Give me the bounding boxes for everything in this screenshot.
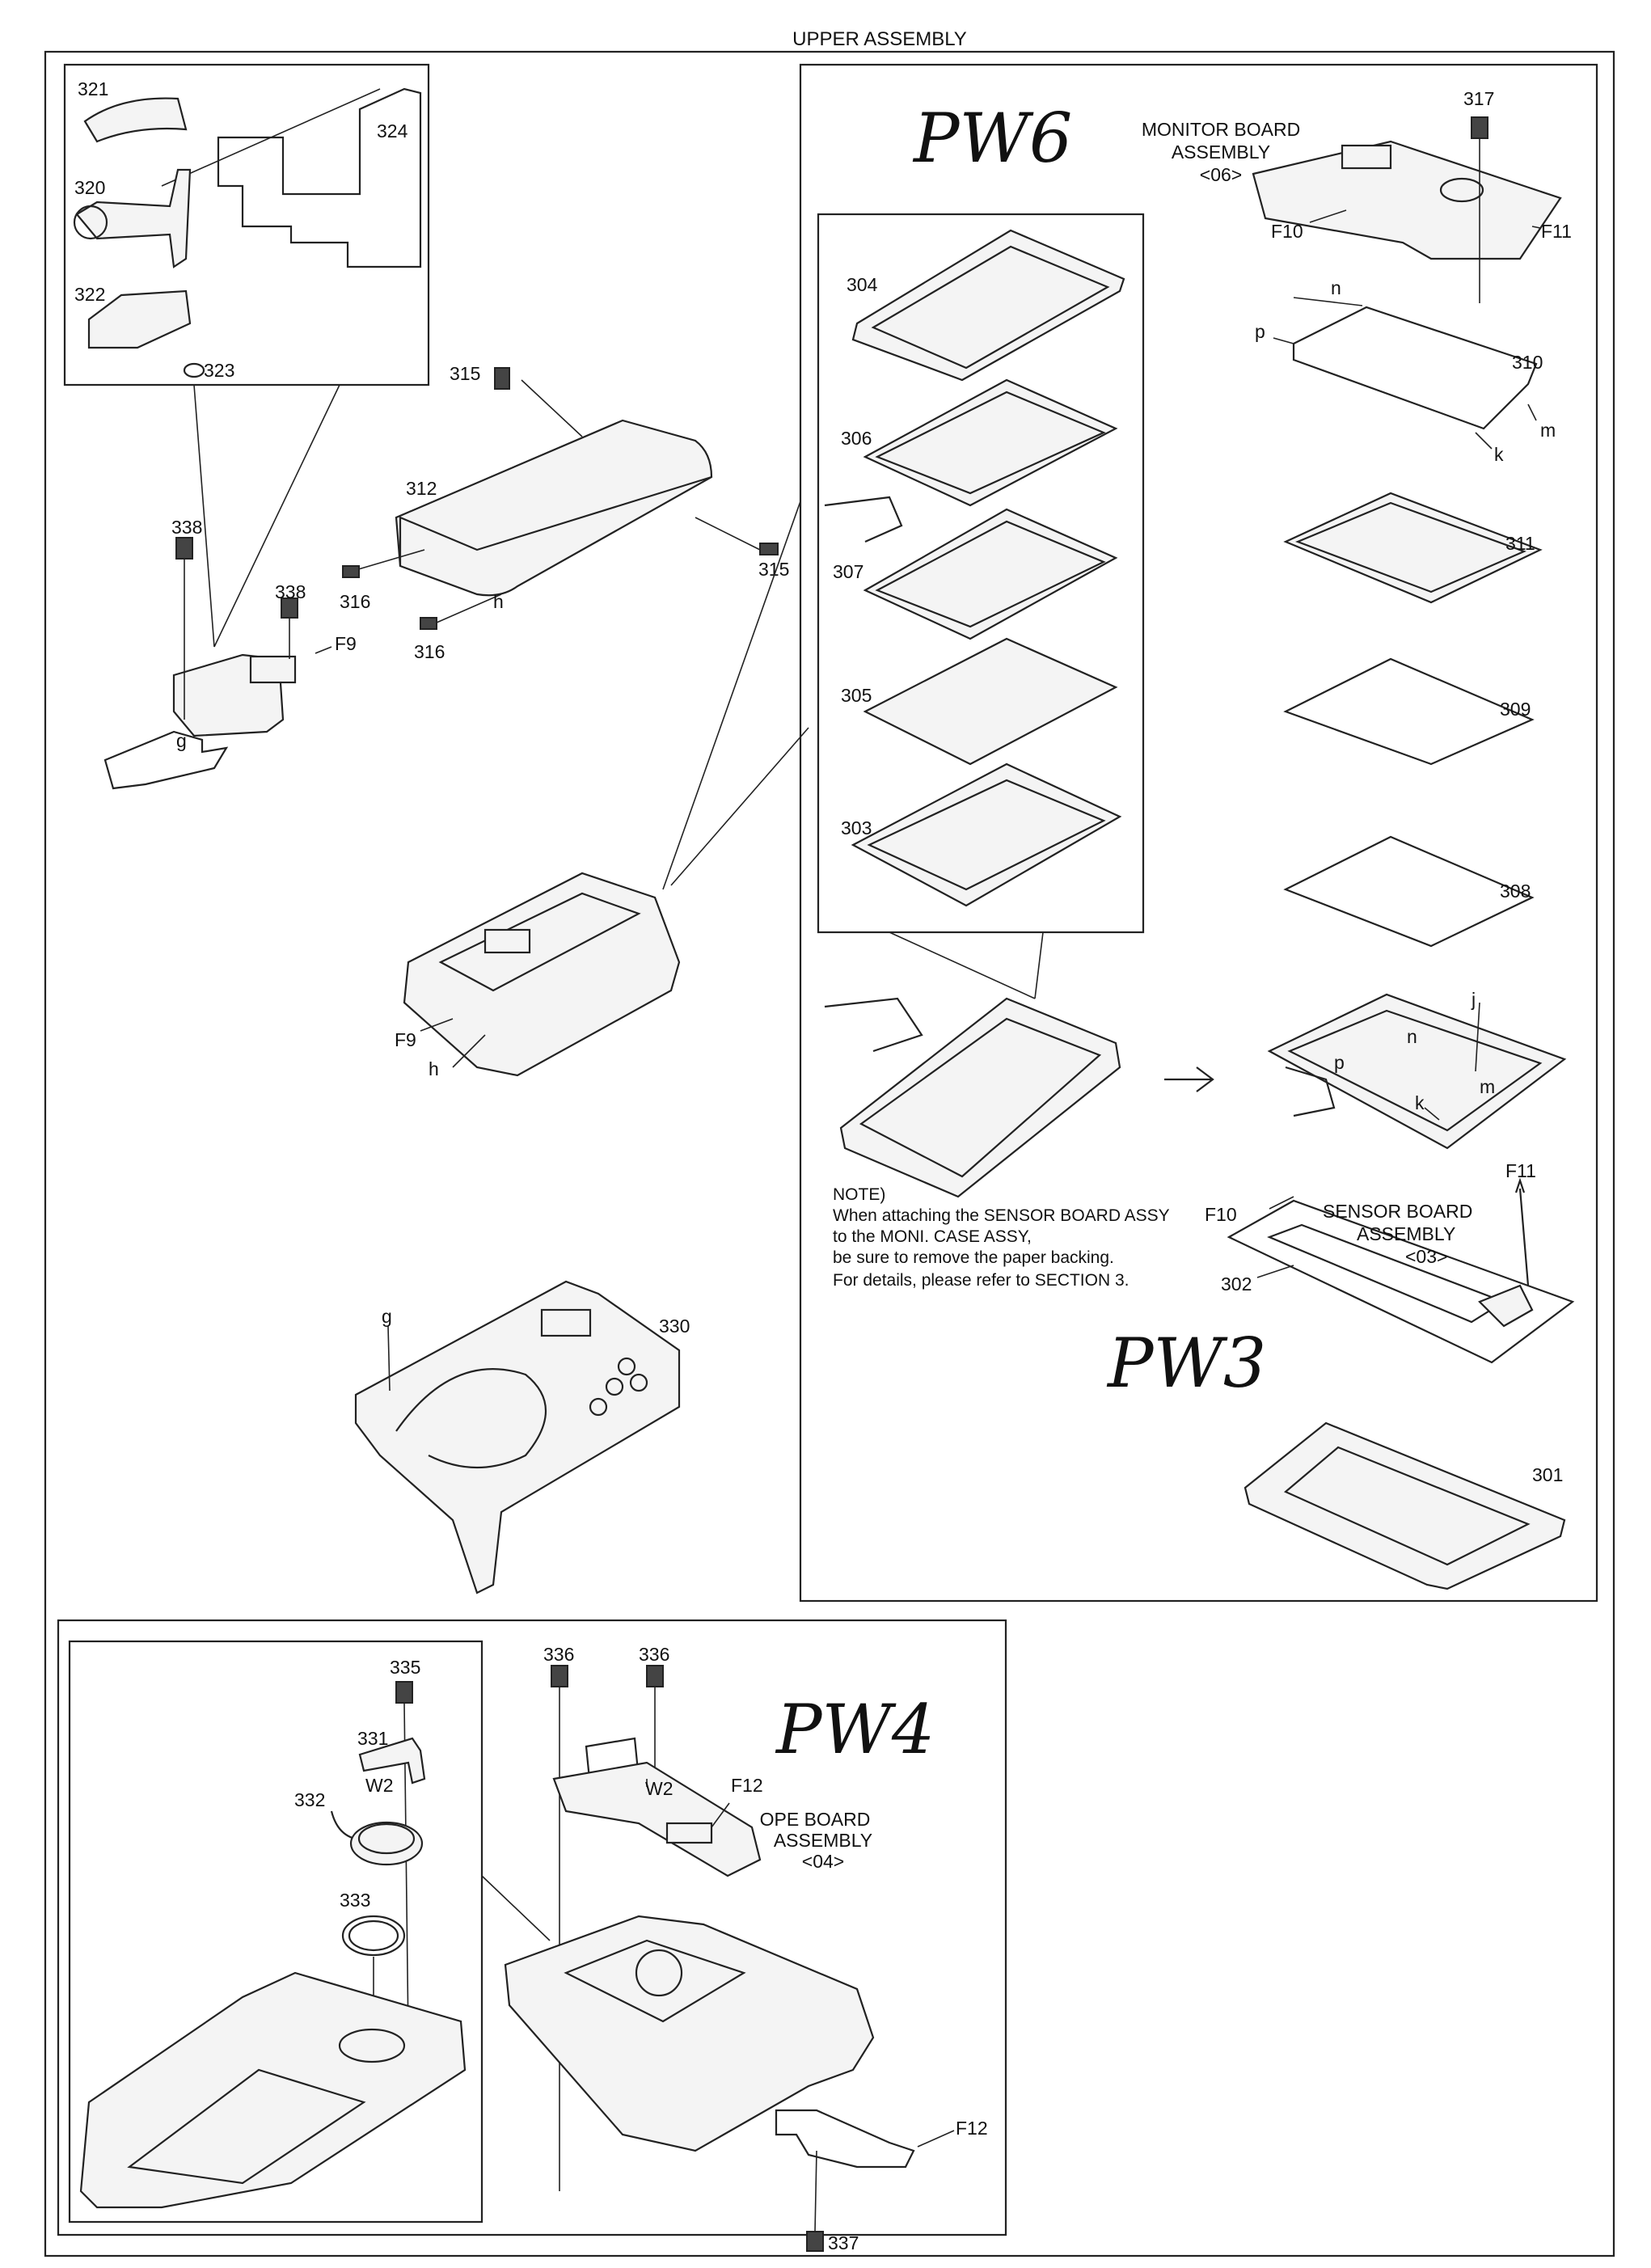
- lcd-frame-assembled: [824, 997, 1214, 1198]
- sheet-308: [1283, 835, 1535, 948]
- label-F10-top: F10: [1271, 221, 1303, 242]
- label-m-sheet: m: [1540, 420, 1556, 441]
- label-304: 304: [847, 274, 878, 295]
- label-g-hinge: g: [176, 730, 187, 751]
- sensor-board-03: [1227, 1177, 1575, 1364]
- sensor-board-line1: SENSOR BOARD: [1323, 1201, 1472, 1222]
- label-310: 310: [1512, 352, 1543, 373]
- label-333: 333: [340, 1890, 370, 1911]
- outer-frame: [44, 50, 1615, 2257]
- handwritten-PW3: PW3: [1106, 1324, 1266, 1403]
- ope-board-line1: OPE BOARD: [760, 1809, 871, 1830]
- ope-board-and-front-cabinet: [504, 1665, 955, 2252]
- label-W2-right: W2: [645, 1778, 673, 1799]
- label-W2-left: W2: [365, 1775, 394, 1796]
- label-336-a: 336: [543, 1644, 574, 1665]
- rear-cabinet-330: [354, 1280, 681, 1594]
- monitor-case-301: [1244, 1421, 1566, 1590]
- handwritten-PW6: PW6: [912, 99, 1072, 178]
- label-F9-top: F9: [335, 633, 357, 654]
- note-line4: be sure to remove the paper backing.: [833, 1248, 1114, 1267]
- sheet-310: [1273, 297, 1538, 450]
- ope-board-line3: <04>: [802, 1851, 844, 1872]
- monitor-board-06: [1252, 116, 1562, 303]
- label-331: 331: [357, 1728, 388, 1749]
- monitor-case-center: [403, 500, 809, 1077]
- label-F11-top: F11: [1541, 221, 1572, 242]
- note-line2: When attaching the SENSOR BOARD ASSY: [833, 1206, 1170, 1225]
- ope-board-line2: ASSEMBLY: [774, 1830, 872, 1851]
- ope-detail-inset: [68, 1640, 483, 2224]
- label-315-top: 315: [450, 363, 480, 384]
- label-j-frame: j: [1471, 989, 1476, 1010]
- label-307: 307: [833, 561, 864, 582]
- label-316-b: 316: [414, 641, 445, 662]
- label-330: 330: [659, 1316, 690, 1337]
- note-line5: For details, please refer to SECTION 3.: [833, 1271, 1129, 1290]
- diagram-title: UPPER ASSEMBLY: [792, 28, 967, 50]
- label-309: 309: [1500, 699, 1531, 720]
- label-317: 317: [1463, 88, 1494, 109]
- label-k-frame: k: [1415, 1092, 1425, 1113]
- label-337: 337: [828, 2232, 859, 2253]
- monitor-board-line1: MONITOR BOARD: [1142, 119, 1300, 140]
- hinge-assembly: [103, 537, 332, 790]
- label-301: 301: [1532, 1464, 1563, 1485]
- label-320: 320: [74, 177, 105, 198]
- label-338-b: 338: [275, 581, 306, 602]
- label-321: 321: [78, 78, 108, 99]
- label-n-frame: n: [1407, 1026, 1417, 1047]
- label-p-sheet: p: [1255, 321, 1265, 342]
- label-F11-sensor: F11: [1505, 1160, 1536, 1181]
- label-m-frame: m: [1480, 1076, 1495, 1097]
- label-312: 312: [406, 478, 437, 499]
- label-h-case: h: [429, 1058, 439, 1079]
- ope-section-box: [57, 1619, 1007, 2236]
- label-h-cover: h: [493, 591, 504, 612]
- label-F12-flex: F12: [956, 2118, 988, 2139]
- label-324: 324: [377, 120, 408, 141]
- label-335: 335: [390, 1657, 420, 1678]
- label-F10-frame: F10: [1205, 1204, 1237, 1225]
- frame-with-tapes: [1267, 993, 1567, 1210]
- monitor-board-line3: <06>: [1200, 164, 1242, 185]
- sensor-board-line2: ASSEMBLY: [1357, 1223, 1455, 1244]
- panel-311: [1283, 492, 1543, 604]
- label-308: 308: [1500, 881, 1531, 902]
- label-323: 323: [204, 360, 234, 381]
- sheet-309: [1283, 657, 1535, 766]
- handwritten-PW4: PW4: [775, 1690, 935, 1769]
- label-306: 306: [841, 428, 872, 449]
- note-line1: NOTE): [833, 1185, 885, 1204]
- label-338-a: 338: [171, 517, 202, 538]
- monitor-cover-312: [342, 367, 779, 630]
- label-g-cabinet: g: [382, 1306, 392, 1327]
- monitor-board-line2: ASSEMBLY: [1172, 141, 1270, 163]
- label-305: 305: [841, 685, 872, 706]
- label-303: 303: [841, 817, 872, 838]
- monitor-panel-box: [799, 63, 1598, 1603]
- hinge-detail-inset: [63, 63, 430, 648]
- sensor-board-line3: <03>: [1405, 1246, 1447, 1267]
- label-311: 311: [1505, 533, 1535, 554]
- lcd-stack-parts: [824, 229, 1125, 999]
- label-F9-case: F9: [395, 1029, 416, 1050]
- label-F12-board: F12: [731, 1775, 763, 1796]
- lcd-stack-inset: [817, 213, 1145, 934]
- label-n-sheet: n: [1331, 277, 1341, 298]
- battery-holder-parts: [79, 1681, 551, 2209]
- label-302: 302: [1221, 1273, 1252, 1294]
- label-k-sheet: k: [1494, 444, 1504, 465]
- label-332: 332: [294, 1789, 325, 1810]
- label-322: 322: [74, 284, 105, 305]
- label-316-a: 316: [340, 591, 370, 612]
- label-336-b: 336: [639, 1644, 669, 1665]
- note-line3: to the MONI. CASE ASSY,: [833, 1227, 1032, 1246]
- label-p-frame: p: [1334, 1052, 1345, 1073]
